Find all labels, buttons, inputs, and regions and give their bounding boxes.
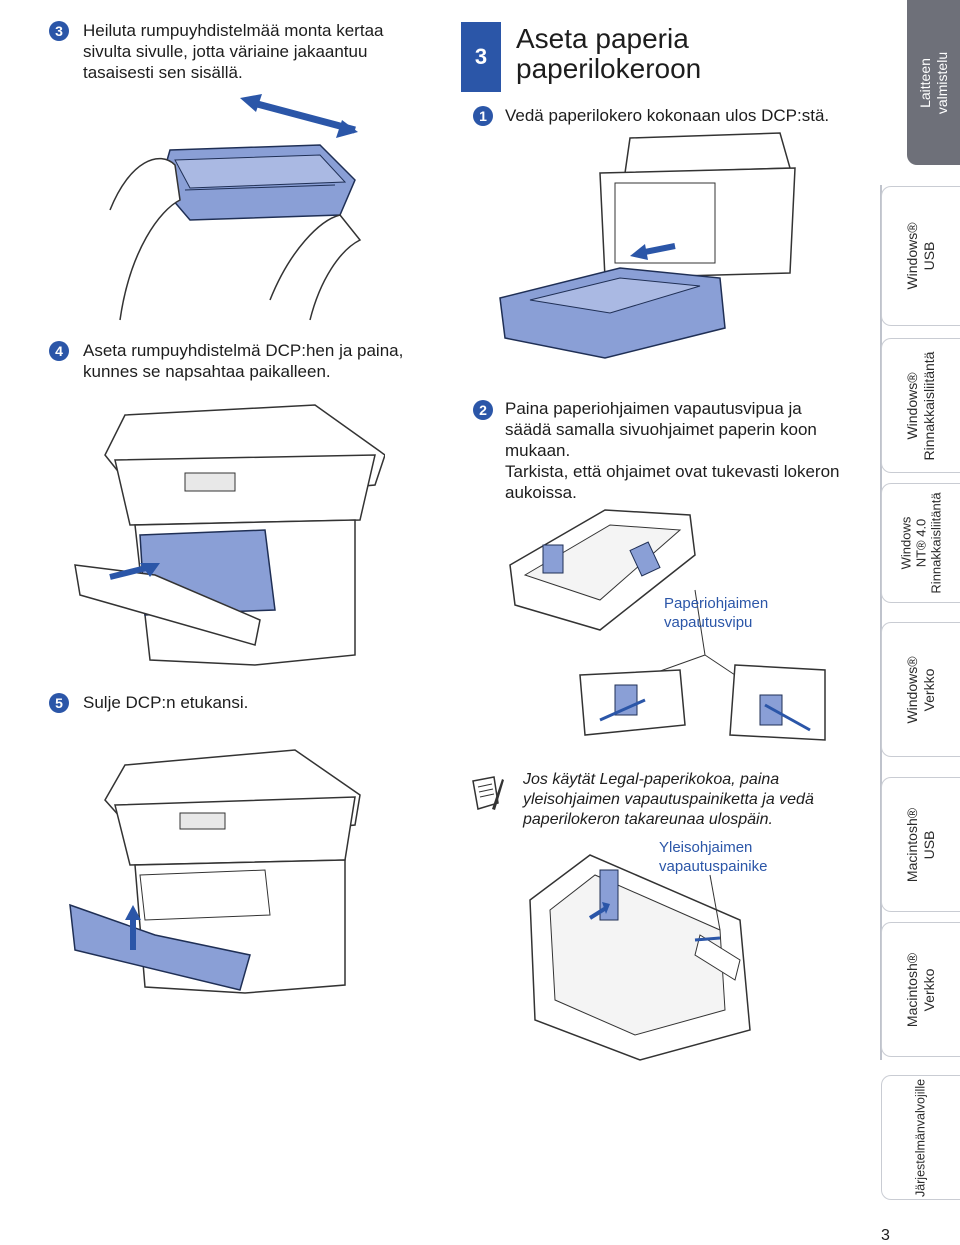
tab-label: Macintosh® USB xyxy=(904,807,938,881)
tab-label-line: Verkko xyxy=(921,668,937,711)
tab-label: Windows NT® 4.0 Rinnakkaisliitäntä xyxy=(899,492,944,593)
tab-windows-parallel[interactable]: Windows® Rinnakkaisliitäntä xyxy=(881,338,960,473)
right-step-2-line: aukoissa. xyxy=(505,483,577,502)
tab-label-line: USB xyxy=(921,241,937,271)
tab-macintosh-network[interactable]: Macintosh® Verkko xyxy=(881,922,960,1057)
pull-tray-illustration xyxy=(499,132,796,359)
insert-drum-illustration xyxy=(74,404,385,666)
tab-label: Windows® Verkko xyxy=(904,656,938,723)
step-number-badge: 1 xyxy=(473,106,493,126)
right-step-2-line: Paina paperiohjaimen vapautusvipua ja xyxy=(505,399,802,418)
callout-line: Paperiohjaimen xyxy=(664,595,769,612)
tab-label: Windows® Rinnakkaisliitäntä xyxy=(904,351,938,460)
tab-label: Järjestelmänvalvojille xyxy=(913,1078,930,1196)
tab-label-line: Windows xyxy=(898,516,914,570)
step-5-line: Sulje DCP:n etukansi. xyxy=(83,693,249,712)
tab-label-line: Rinnakkaisliitäntä xyxy=(928,492,944,594)
tab-label: Laitteen valmistelu xyxy=(917,51,951,113)
tab-label-line: Järjestelmänvalvojille xyxy=(913,1078,928,1197)
step-4-line: Aseta rumpuyhdistelmä DCP:hen ja paina, xyxy=(83,341,404,360)
tab-label-line: Rinnakkaisliitäntä xyxy=(921,351,937,460)
tab-macintosh-usb[interactable]: Macintosh® USB xyxy=(881,777,960,912)
step-5-text: Sulje DCP:n etukansi. xyxy=(83,692,248,713)
tab-windows-nt-parallel[interactable]: Windows NT® 4.0 Rinnakkaisliitäntä xyxy=(881,483,960,603)
tab-device-setup[interactable]: Laitteen valmistelu xyxy=(907,0,960,165)
tab-label-line: Verkko xyxy=(921,968,937,1011)
tab-label: Macintosh® Verkko xyxy=(904,952,938,1026)
tab-label-line: valmistelu xyxy=(933,51,950,114)
step-number-badge: 3 xyxy=(49,21,69,41)
callout-line: vapautuspainike xyxy=(659,858,768,875)
tab-label-line: Windows® xyxy=(904,222,920,290)
callout-line: vapautusvipu xyxy=(664,614,753,631)
right-step-2-line: mukaan. xyxy=(505,441,571,460)
tab-windows-usb[interactable]: Windows® USB xyxy=(881,186,960,326)
note-line: Jos käytät Legal-paperikokoa, paina xyxy=(523,771,780,788)
step-number-badge: 2 xyxy=(473,400,493,420)
right-step-2-text: Paina paperiohjaimen vapautusvipua ja sä… xyxy=(505,398,840,503)
step-3-line: Heiluta rumpuyhdistelmää monta kertaa xyxy=(83,21,384,40)
page-number: 3 xyxy=(881,1227,890,1244)
step-3-text: Heiluta rumpuyhdistelmää monta kertaa si… xyxy=(83,20,383,83)
callout-line: Yleisohjaimen xyxy=(659,839,753,856)
right-step-2-line: Tarkista, että ohjaimet ovat tukevasti l… xyxy=(505,462,840,481)
step-number-badge: 5 xyxy=(49,693,69,713)
section-title-line: paperilokeroon xyxy=(516,53,702,84)
sidebar-divider xyxy=(880,185,882,1060)
tab-administrators[interactable]: Järjestelmänvalvojille xyxy=(881,1075,960,1200)
close-cover-illustration xyxy=(69,749,361,994)
section-title: Aseta paperia paperilokeroon xyxy=(516,24,701,84)
tab-label-line: USB xyxy=(921,830,937,859)
tab-label-line: Windows® xyxy=(904,371,920,440)
section-number-box: 3 xyxy=(461,22,501,92)
step-number-badge: 4 xyxy=(49,341,69,361)
tab-label-line: Macintosh® xyxy=(904,807,920,882)
tab-label-line: Windows® xyxy=(904,655,920,724)
tab-label: Windows® USB xyxy=(904,222,938,289)
step-4-line: kunnes se napsahtaa paikalleen. xyxy=(83,362,331,381)
tab-label-line: Macintosh® xyxy=(904,952,920,1027)
section-title-line: Aseta paperia xyxy=(516,23,689,54)
tab-label-line: Laitteen xyxy=(916,57,933,108)
step-4-text: Aseta rumpuyhdistelmä DCP:hen ja paina, … xyxy=(83,340,403,382)
release-lever-callout: Paperiohjaimen vapautusvipu xyxy=(664,594,768,632)
universal-guide-illustration xyxy=(529,854,751,1061)
step-3-line: tasaisesti sen sisällä. xyxy=(83,63,243,82)
step-3-line: sivulta sivulle, jotta väriaine jakaantu… xyxy=(83,42,368,61)
legal-paper-note: Jos käytät Legal-paperikokoa, paina ylei… xyxy=(523,770,814,830)
drum-shake-illustration xyxy=(109,94,362,321)
note-pencil-icon xyxy=(472,776,504,810)
right-step-1-text: Vedä paperilokero kokonaan ulos DCP:stä. xyxy=(505,105,829,126)
adjust-guides-illustration xyxy=(509,509,826,741)
right-step-1-line: Vedä paperilokero kokonaan ulos DCP:stä. xyxy=(505,106,830,125)
tab-label-line: NT® 4.0 xyxy=(913,518,929,568)
note-line: yleisohjaimen vapautuspainiketta ja vedä xyxy=(523,791,814,808)
right-step-2-line: säädä samalla sivuohjaimet paperin koon xyxy=(505,420,817,439)
note-line: paperilokeron takareunaa ulospäin. xyxy=(523,811,773,828)
universal-guide-callout: Yleisohjaimen vapautuspainike xyxy=(659,838,767,876)
tab-windows-network[interactable]: Windows® Verkko xyxy=(881,622,960,757)
